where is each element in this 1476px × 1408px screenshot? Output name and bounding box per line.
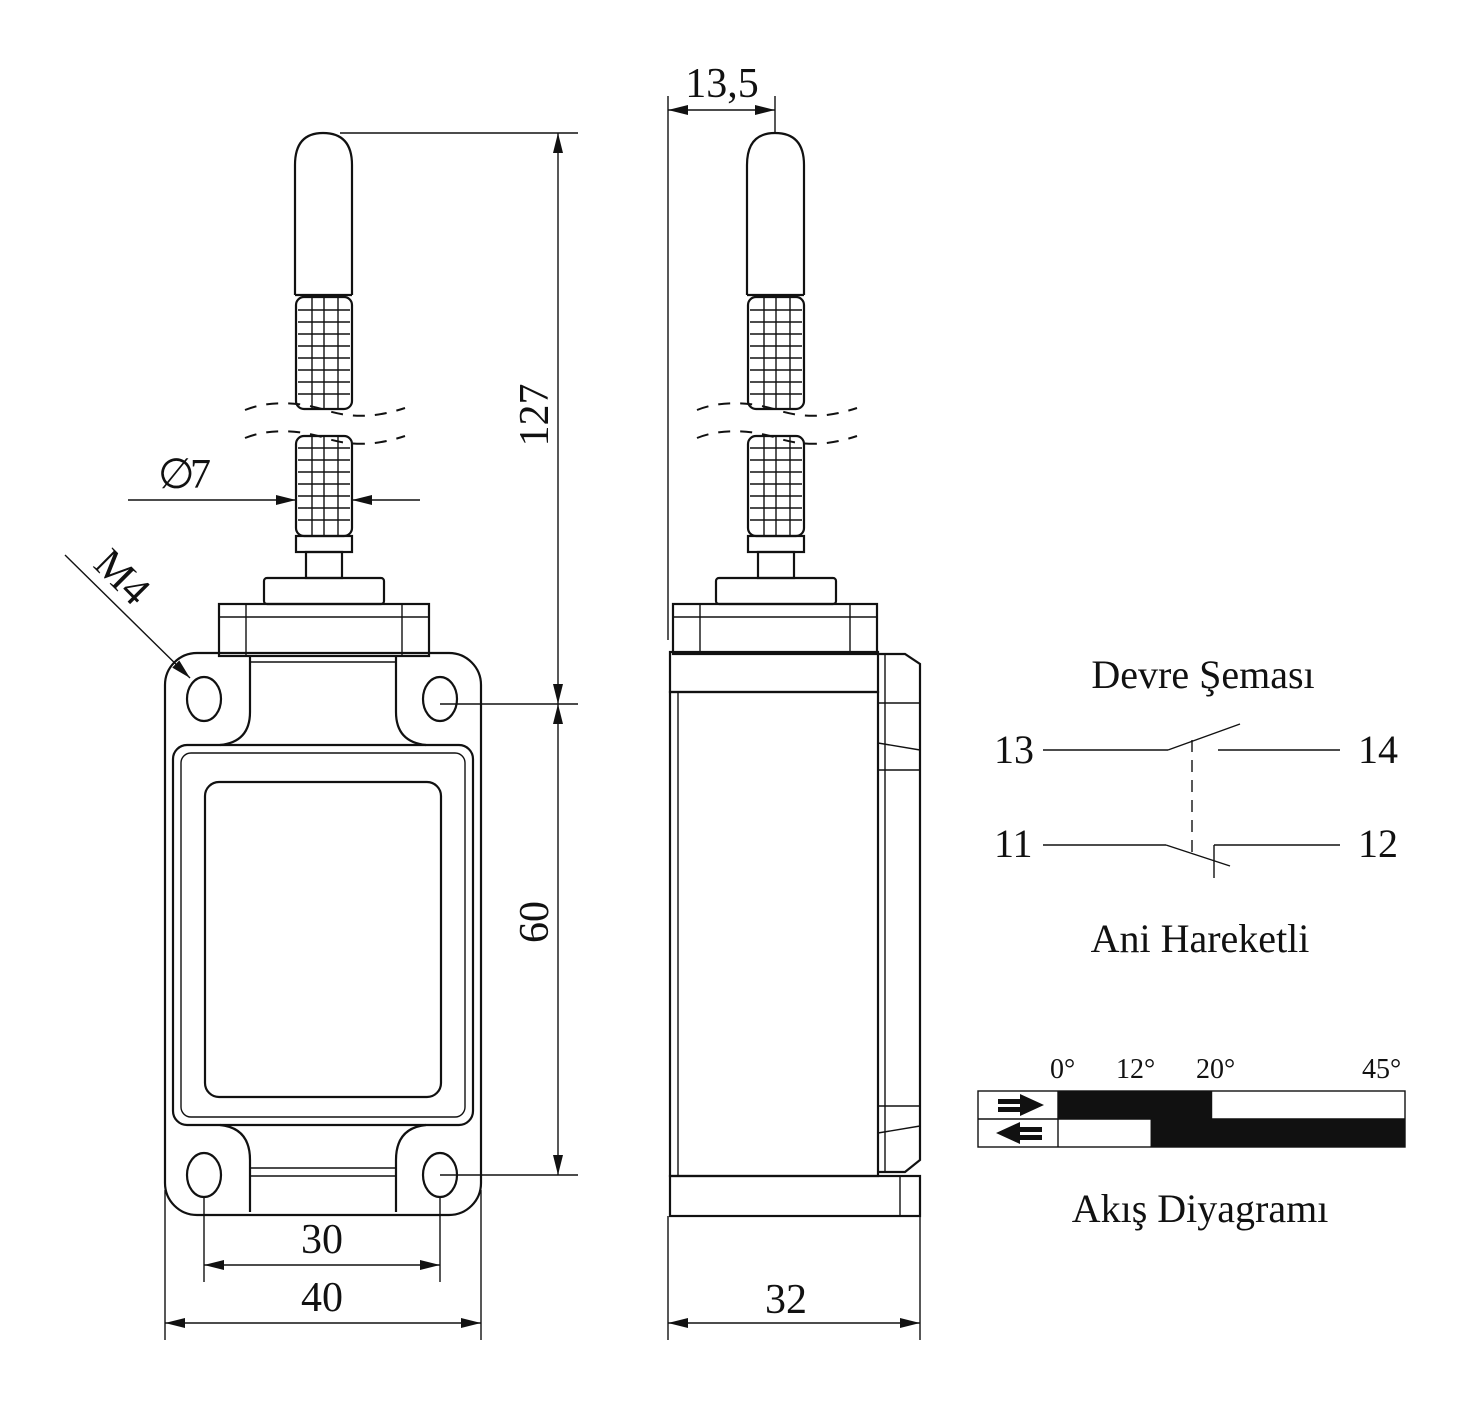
flow-title: Akış Diyagramı <box>1072 1186 1329 1231</box>
flow-diagram: 0° 12° 20° 45° Akış Diyagramı <box>977 1054 1406 1231</box>
angle-45: 45° <box>1362 1054 1401 1085</box>
front-break-upper <box>244 402 406 417</box>
circuit-subtitle: Ani Hareketli <box>1091 916 1310 961</box>
mount-hole-top-right <box>421 675 459 723</box>
dim-shaft-offset: 13,5 <box>685 61 759 107</box>
dim-diameter: 7 <box>190 452 211 498</box>
dim-shaft-height: 127 <box>512 384 558 447</box>
side-body <box>668 690 880 1178</box>
return-arrow-icon <box>996 1122 1042 1144</box>
side-dimensions: 13,5 32 <box>667 61 921 1340</box>
front-spring-lower <box>294 434 354 538</box>
forward-arrow-icon <box>998 1094 1044 1116</box>
angle-20: 20° <box>1196 1054 1235 1085</box>
dim-body-height: 60 <box>512 901 558 943</box>
circuit-title: Devre Şeması <box>1091 652 1314 697</box>
front-head-block <box>217 602 431 658</box>
side-break-upper <box>696 402 858 417</box>
side-break-lower <box>696 430 858 445</box>
dim-hole-spacing: 30 <box>301 1217 343 1263</box>
front-rod-cap <box>293 131 354 295</box>
front-dimensions: 127 60 ∅ 7 M4 30 40 <box>64 132 578 1340</box>
angle-12: 12° <box>1116 1054 1155 1085</box>
side-head-block <box>671 602 879 656</box>
terminal-11: 11 <box>994 821 1033 866</box>
flow-bar-forward <box>1058 1091 1213 1119</box>
dim-depth: 32 <box>765 1277 807 1323</box>
terminal-14: 14 <box>1358 727 1398 772</box>
circuit-diagram: Devre Şeması 13 14 11 12 Ani Hareketli <box>994 652 1398 961</box>
front-label-window <box>203 780 443 1099</box>
front-body <box>163 651 483 1217</box>
mount-hole-bottom-left <box>185 1151 223 1199</box>
side-spring-upper <box>746 295 806 411</box>
front-view <box>163 131 483 1217</box>
dim-body-width: 40 <box>301 1275 343 1321</box>
mount-hole-top-left <box>185 675 223 723</box>
side-view <box>668 131 922 1218</box>
diameter-symbol: ∅ <box>158 452 195 498</box>
flow-bar-return <box>1150 1119 1405 1147</box>
side-rod-cap <box>745 131 806 295</box>
side-spring-lower <box>746 434 806 538</box>
terminal-12: 12 <box>1358 821 1398 866</box>
front-break-lower <box>244 430 406 445</box>
side-cover <box>878 652 922 1174</box>
terminal-13: 13 <box>994 727 1034 772</box>
dim-thread: M4 <box>85 541 159 615</box>
front-spring-upper <box>294 295 354 411</box>
angle-0: 0° <box>1050 1054 1075 1085</box>
